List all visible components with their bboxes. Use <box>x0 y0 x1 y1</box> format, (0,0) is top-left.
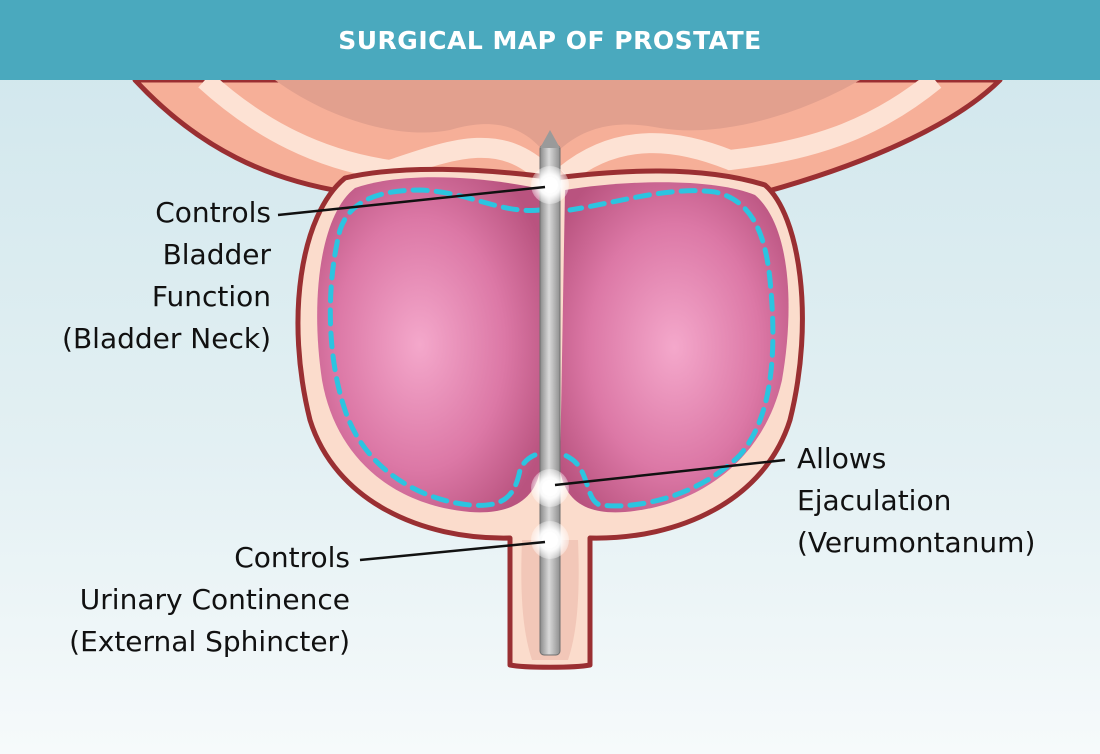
label-external-sphincter-line-3: (External Sphincter) <box>69 625 350 658</box>
marker-bladder-neck <box>531 166 569 204</box>
bladder-lumen <box>275 80 860 160</box>
prostate-right-lobe <box>560 182 789 513</box>
label-bladder-neck-line-2: Bladder <box>162 238 271 271</box>
leader-line-bladder-neck <box>277 185 546 217</box>
label-verumontanum: Allows Ejaculation (Verumontanum) <box>797 438 1035 564</box>
marker-verumontanum <box>531 469 569 507</box>
label-external-sphincter: Controls Urinary Continence (External Sp… <box>69 537 350 663</box>
catheter-tip <box>540 130 560 148</box>
marker-external-sphincter <box>531 521 569 559</box>
bladder-mucosa-line-right <box>558 72 942 183</box>
label-verumontanum-line-1: Allows <box>797 442 887 475</box>
label-bladder-neck-line-1: Controls <box>155 196 271 229</box>
label-external-sphincter-line-2: Urinary Continence <box>79 583 350 616</box>
label-bladder-neck: Controls Bladder Function (Bladder Neck) <box>62 192 271 360</box>
label-verumontanum-line-3: (Verumontanum) <box>797 526 1036 559</box>
leader-line-external-sphincter <box>359 540 546 562</box>
catheter-rod <box>539 130 561 656</box>
label-external-sphincter-line-1: Controls <box>234 541 350 574</box>
leader-line-verumontanum <box>554 458 786 487</box>
label-verumontanum-line-2: Ejaculation <box>797 484 952 517</box>
catheter-shaft <box>539 144 561 656</box>
label-bladder-neck-line-4: (Bladder Neck) <box>62 322 271 355</box>
header-bar: SURGICAL MAP OF PROSTATE <box>0 0 1100 80</box>
prostate-left-lobe <box>317 177 545 513</box>
page-title: SURGICAL MAP OF PROSTATE <box>338 25 762 55</box>
label-bladder-neck-line-3: Function <box>151 280 271 313</box>
